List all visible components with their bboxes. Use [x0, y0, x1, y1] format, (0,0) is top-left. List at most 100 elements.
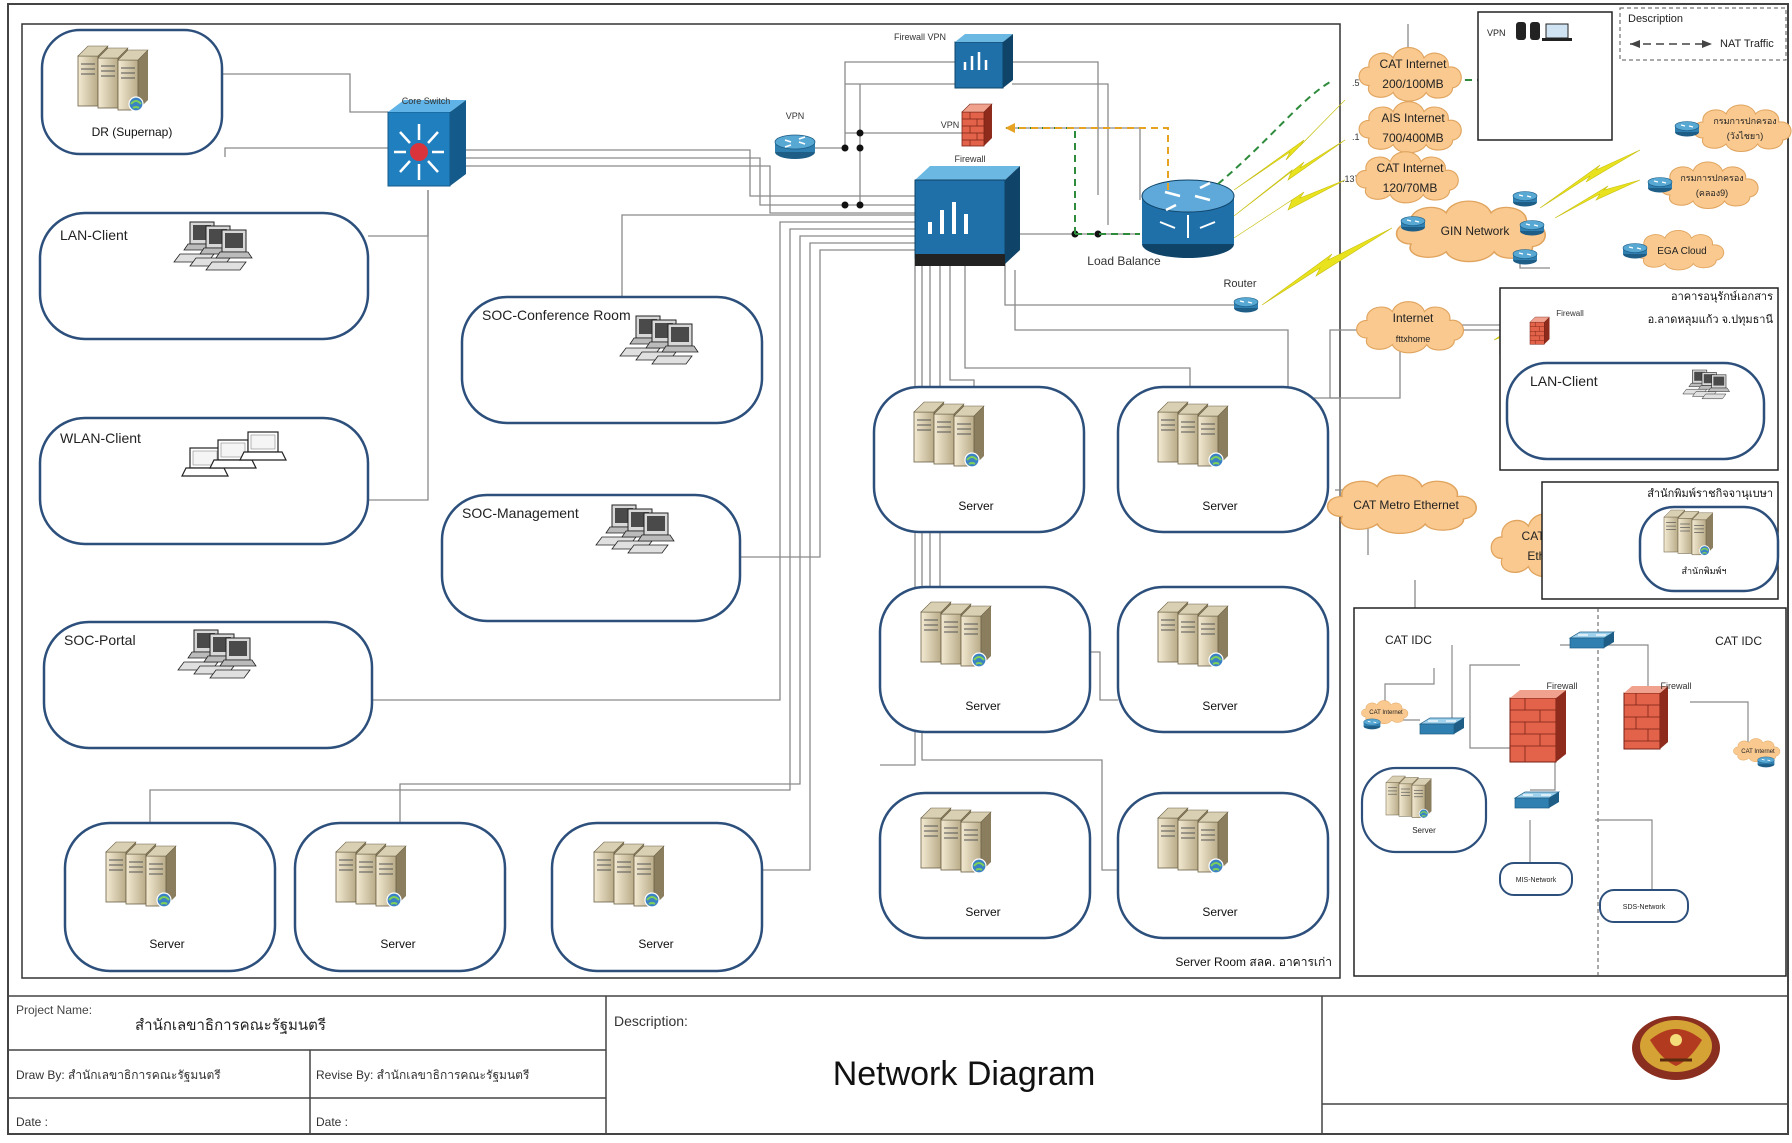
idc-cat-internet-right: CAT Internet: [1733, 738, 1781, 768]
zone-lan-client: LAN-Client: [38, 211, 370, 341]
cloud-ais-internet: AIS Internet 700/400MB: [1358, 101, 1462, 154]
vpn-box: VPN: [1477, 11, 1613, 141]
edge-router: Router: [1223, 278, 1259, 314]
zone-soc-conference: SOC-Conference Room: [460, 295, 764, 425]
internet-label: Internet: [1393, 311, 1434, 325]
cloud-dopa-1: กรมการปกครอง (วังไชยา): [1693, 104, 1792, 153]
sds-network-label: SDS-Network: [1623, 904, 1666, 911]
main-firewall: Firewall: [914, 154, 1020, 266]
idc-firewall-2-label: Firewall: [1660, 681, 1691, 691]
server-room-label: Server Room สลค. อาคารเก่า: [1175, 955, 1332, 969]
vpn-devices-icon: [1516, 22, 1572, 41]
idc-cat-internet-label: CAT Internet: [1741, 749, 1775, 755]
wan-links: [1233, 99, 1641, 341]
firewall-vpn-label: Firewall VPN: [894, 32, 946, 42]
server-icon: [106, 842, 176, 907]
draw-by: Draw By: สำนักเลขาธิการคณะรัฐมนตรี: [16, 1068, 221, 1082]
idc-firewall-1-label: Firewall: [1546, 681, 1577, 691]
vpn-router-label: VPN: [786, 111, 805, 121]
server-label: Server: [380, 937, 415, 951]
wlan-client-label: WLAN-Client: [60, 430, 141, 446]
server-box-bottom-3: Server: [550, 821, 764, 973]
description-label: Description:: [614, 1013, 688, 1029]
server-label: Server: [638, 937, 673, 951]
idc-cat-internet-left: CAT Internet: [1361, 700, 1409, 730]
soc-portal-label: SOC-Portal: [64, 632, 136, 648]
server-box-room-6: Server: [1116, 791, 1330, 940]
cloud-dopa-2: กรมการปกครอง (คลอง9): [1660, 161, 1759, 210]
cat-idc-left-label: CAT IDC: [1385, 633, 1432, 647]
server-icon: [1158, 402, 1228, 467]
cloud-cat-internet-1: CAT Internet 200/100MB: [1358, 46, 1462, 102]
server-icon: [921, 808, 991, 873]
gin-network-label: GIN Network: [1441, 224, 1511, 238]
cat-internet-2-bw: 120/70MB: [1383, 181, 1438, 195]
link-label-1: .1: [1352, 132, 1360, 142]
lan-client-label: LAN-Client: [60, 227, 128, 243]
server-icon: [594, 842, 664, 907]
firewall-vpn: Firewall VPN: [894, 32, 1013, 89]
cloud-cat-metro: CAT Metro Ethernet: [1326, 474, 1478, 535]
soc-management-label: SOC-Management: [462, 505, 579, 521]
idc-cat-internet-label: CAT Internet: [1369, 710, 1403, 716]
cat-internet-2-label: CAT Internet: [1377, 161, 1445, 175]
core-switch-label: Core Switch: [402, 96, 451, 106]
idc-top-switch: [1569, 631, 1615, 649]
idc-server-zone: Server: [1360, 766, 1488, 854]
server-box-room-1: Server: [872, 385, 1086, 534]
link-labels: .5 .1 .137: [1342, 78, 1360, 184]
ega-cloud-label: EGA Cloud: [1657, 246, 1706, 257]
link-label-137: .137: [1342, 174, 1360, 184]
dopa-2-label: กรมการปกครอง: [1680, 173, 1743, 183]
cloud-internet-fttx: Internet fttxhome: [1356, 301, 1465, 354]
dopa-1-sub: (วังไชยา): [1727, 131, 1763, 141]
dr-server-icon: [78, 46, 148, 111]
server-label: Server: [965, 905, 1000, 919]
legend: Description NAT Traffic: [1619, 7, 1787, 61]
cat-metro-label: CAT Metro Ethernet: [1353, 498, 1459, 512]
zone-soc-portal: SOC-Portal: [42, 620, 374, 750]
archive-lan-label: LAN-Client: [1530, 373, 1598, 389]
mis-network-label: MIS-Network: [1516, 877, 1557, 884]
server-icon: [1158, 808, 1228, 873]
printing-office-label: สำนักพิมพ์ราชกิจจานุเบษา: [1647, 487, 1773, 500]
zone-dr-supernap: DR (Supernap): [40, 28, 224, 156]
link-label-5: .5: [1352, 78, 1360, 88]
server-box-bottom-2: Server: [293, 821, 507, 973]
ais-internet-label: AIS Internet: [1381, 111, 1445, 125]
server-box-room-2: Server: [1116, 385, 1330, 534]
server-icon: [914, 402, 984, 467]
government-seal-logo: [1632, 1016, 1720, 1080]
archive-location-label: อ.ลาดหลุมแก้ว จ.ปทุมธานี: [1648, 313, 1774, 326]
printing-small-label: สำนักพิมพ์ฯ: [1682, 565, 1727, 576]
idc-sds-network: SDS-Network: [1599, 889, 1689, 923]
server-room-servers: Server Server Server Server Server Serve…: [872, 385, 1330, 940]
legend-nat: NAT Traffic: [1720, 38, 1774, 50]
legend-title: Description: [1628, 13, 1683, 25]
server-box-bottom-1: Server: [63, 821, 277, 973]
load-balance-label: Load Balance: [1087, 254, 1161, 268]
idc-switch-left: [1419, 717, 1465, 735]
server-label: Server: [965, 699, 1000, 713]
outer-frame: [7, 3, 1789, 1135]
printing-server-icon: [1664, 510, 1713, 556]
project-name-label: Project Name:: [16, 1003, 92, 1017]
zone-wlan-client: WLAN-Client: [38, 416, 370, 546]
archive-firewall-label: Firewall: [1556, 309, 1584, 318]
cloud-cat-internet-2: CAT Internet 120/70MB: [1355, 151, 1459, 204]
diagram-title: Network Diagram: [833, 1055, 1096, 1093]
soc-conference-label: SOC-Conference Room: [482, 307, 631, 323]
idc-switch-bottom: [1514, 791, 1560, 809]
archive-building-label: อาคารอนุรักษ์เอกสาร: [1671, 290, 1773, 303]
router-label: Router: [1223, 278, 1256, 290]
server-label: Server: [1202, 699, 1237, 713]
revise-by: Revise By: สำนักเลขาธิการคณะรัฐมนตรี: [316, 1068, 530, 1082]
zone-soc-management: SOC-Management: [440, 493, 742, 623]
vpn-box-label: VPN: [1487, 28, 1506, 38]
zone-printing-office: สำนักพิมพ์ราชกิจจานุเบษา สำนักพิมพ์ฯ: [1541, 481, 1780, 600]
internet-sub: fttxhome: [1396, 334, 1431, 344]
vpn-firewall: VPN: [941, 103, 993, 147]
archive-firewall-icon: [1529, 316, 1550, 345]
load-balancer: Load Balance: [1087, 179, 1235, 268]
